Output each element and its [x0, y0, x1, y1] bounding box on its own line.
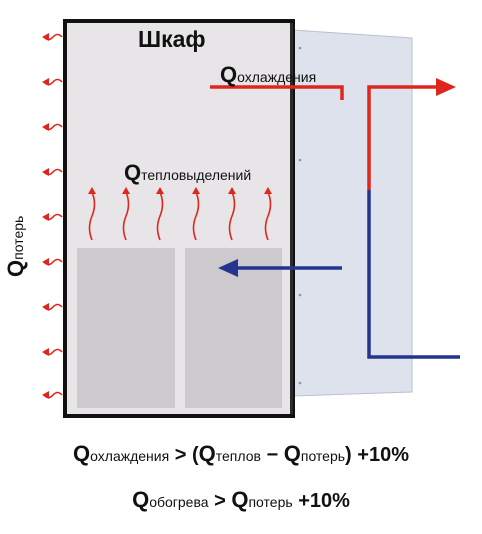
arrow-right-head: [436, 78, 456, 96]
loss-wave-arrow: [42, 33, 63, 41]
heat-wave-arrow: [192, 187, 200, 241]
heat-wave-arrow: [88, 187, 96, 241]
loss-wave-arrow: [42, 348, 63, 356]
arrow-left-head: [218, 259, 238, 277]
exchanger-flow-in: [367, 190, 460, 359]
cabinet-title: Шкаф: [138, 26, 206, 52]
heat-loss-arrows: [42, 33, 63, 399]
loss-wave-arrow: [42, 123, 63, 131]
door-hinge-dots: [298, 46, 302, 385]
heat-label: Qтепловыделений: [124, 160, 252, 185]
loss-wave-arrow: [42, 213, 63, 221]
cooling-formula: Qохлаждения > (Qтеплов − Qпотерь) +10%: [73, 441, 409, 466]
loss-wave-arrow: [42, 168, 63, 176]
cooling-label: Qохлаждения: [220, 62, 317, 87]
exchanger-flow-out: [367, 85, 440, 190]
losses-label: Qпотерь: [3, 215, 28, 277]
cabinet-diagram: [42, 19, 460, 418]
loss-wave-arrow: [42, 258, 63, 266]
cabinet-inner-edge: [290, 23, 293, 414]
equipment-module-left: [77, 248, 175, 408]
heating-formula: Qобогрева > Qпотерь +10%: [132, 487, 350, 512]
loss-wave-arrow: [42, 78, 63, 86]
loss-wave-arrow: [42, 303, 63, 311]
loss-wave-arrow: [42, 391, 63, 399]
heat-wave-arrow: [264, 187, 272, 241]
heat-release-arrows: [88, 187, 272, 241]
heat-wave-arrow: [122, 187, 130, 241]
heat-wave-arrow: [228, 187, 236, 241]
heat-wave-arrow: [156, 187, 164, 241]
